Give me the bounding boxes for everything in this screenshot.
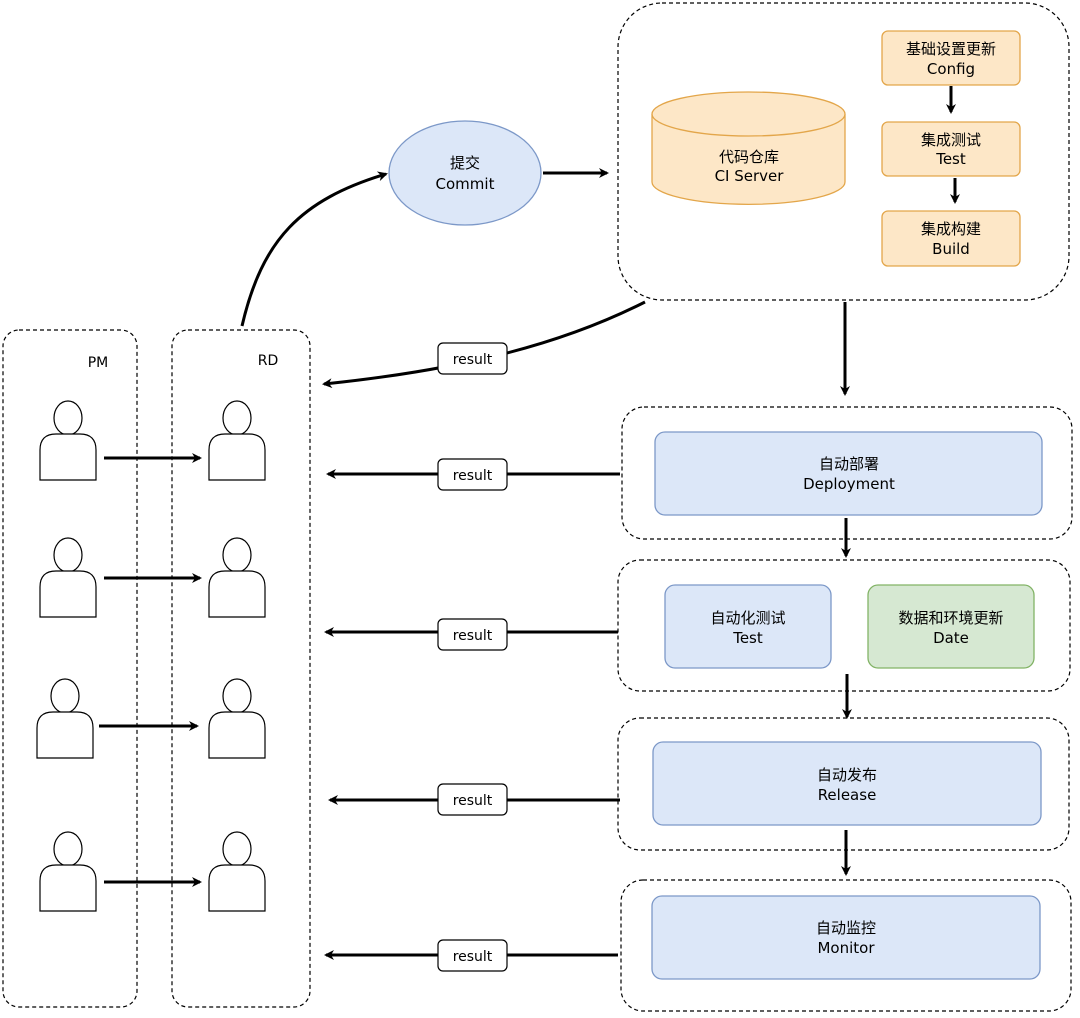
deploy-label-en: Deployment (803, 475, 895, 493)
pm-person-icon (39, 400, 97, 481)
data-update-label-en: Date (933, 629, 969, 647)
config-label-cn: 基础设置更新 (906, 40, 996, 58)
monitor-label-cn: 自动监控 (816, 919, 876, 937)
rd-to-commit-arrow (240, 171, 388, 327)
build-box (881, 210, 1021, 267)
config-label-en: Config (927, 60, 975, 78)
build-label-cn: 集成构建 (921, 220, 981, 238)
test-group (617, 559, 1071, 692)
build-label-en: Build (932, 240, 970, 258)
repo-label-en: CI Server (715, 167, 785, 185)
monitor-group (620, 879, 1072, 1012)
deploy-label-cn: 自动部署 (819, 455, 879, 473)
autotest-label-cn: 自动化测试 (710, 609, 785, 627)
autotest-label-en: Test (732, 629, 763, 647)
result-badge: result (437, 939, 508, 972)
release-label-cn: 自动发布 (817, 766, 877, 784)
svg-text:result: result (453, 352, 493, 368)
rd-lane-label: RD (258, 353, 279, 369)
rd-person-icon (208, 831, 266, 912)
commit-label-cn: 提交 (450, 154, 480, 172)
repo-cylinder (651, 91, 846, 205)
svg-text:result: result (453, 468, 493, 484)
autotest-box (664, 584, 832, 669)
rd-lane (171, 329, 311, 1008)
ci-group (617, 2, 1070, 301)
monitor-box (651, 895, 1041, 980)
pm-person-icon (39, 831, 97, 912)
rd-person-icon (208, 537, 266, 618)
repo-label-cn: 代码仓库 (719, 148, 779, 166)
data-update-label-cn: 数据和环境更新 (898, 609, 1003, 627)
data-update-box (867, 584, 1035, 669)
svg-text:result: result (453, 793, 493, 809)
pm-lane-label: PM (88, 355, 109, 371)
commit-node (388, 120, 542, 226)
svg-text:result: result (453, 628, 493, 644)
release-box (652, 741, 1042, 826)
ci-test-box (881, 121, 1021, 177)
release-label-en: Release (818, 786, 877, 804)
monitor-label-en: Monitor (817, 939, 875, 957)
pm-person-icon (36, 678, 94, 759)
commit-label-en: Commit (436, 175, 495, 193)
result-badge: result (437, 783, 508, 816)
ci-test-label-cn: 集成测试 (921, 131, 981, 149)
result-badge: result (437, 618, 508, 651)
result-badge: result (437, 342, 508, 375)
pm-person-icon (39, 537, 97, 618)
deploy-box (654, 431, 1043, 516)
result-badge: result (437, 458, 508, 491)
svg-text:result: result (453, 949, 493, 965)
config-box (881, 30, 1021, 86)
release-group (617, 717, 1070, 851)
ci-test-label-en: Test (935, 150, 966, 168)
rd-person-icon (208, 678, 266, 759)
pm-lane (2, 329, 138, 1008)
rd-person-icon (208, 400, 266, 481)
